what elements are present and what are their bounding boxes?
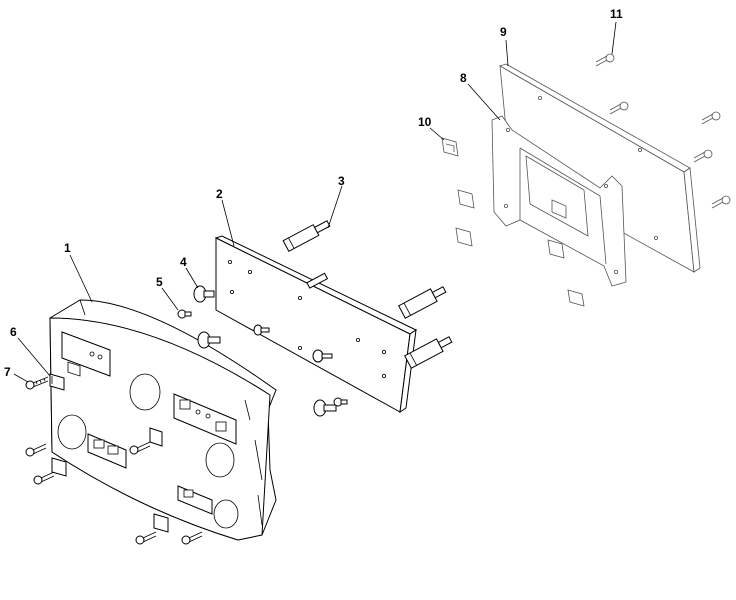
loose-clips (51, 427, 169, 533)
part-6-clip (49, 373, 65, 391)
part-11-screws (595, 53, 731, 209)
callout-6: 6 (10, 325, 17, 339)
callout-2: 2 (216, 187, 223, 201)
part-7-screws (25, 376, 203, 545)
callout-1: 1 (64, 241, 71, 255)
leader-lines (13, 21, 617, 383)
callout-10: 10 (418, 115, 432, 129)
part-10-clips (441, 137, 585, 307)
callout-5: 5 (156, 275, 163, 289)
part-4-5-fasteners (177, 285, 348, 417)
callout-8: 8 (460, 71, 467, 85)
callout-9: 9 (500, 25, 507, 39)
callout-labels: 1 2 3 4 5 6 7 8 9 10 11 (4, 7, 623, 379)
part-8-adapter-plate (491, 115, 627, 287)
callout-7: 7 (4, 365, 11, 379)
callout-11: 11 (610, 7, 623, 21)
callout-4: 4 (180, 255, 187, 269)
part-1-bracket-body (49, 299, 277, 541)
part-3-standoffs (282, 220, 453, 369)
callout-3: 3 (338, 174, 345, 188)
